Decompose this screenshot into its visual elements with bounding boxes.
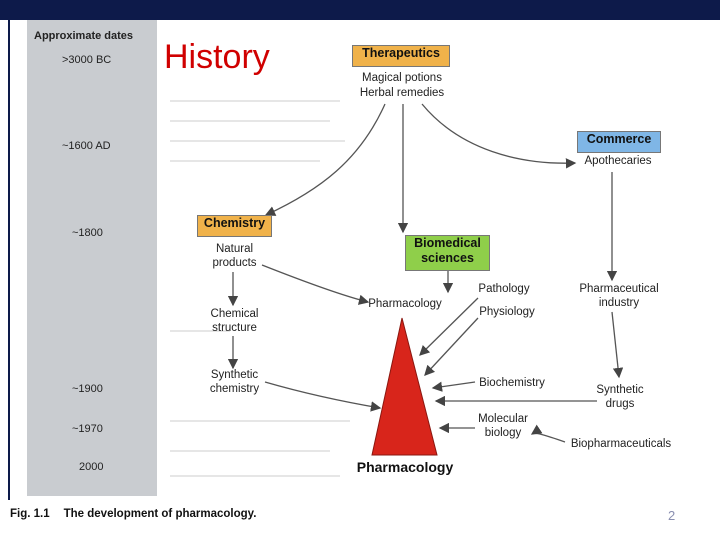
arrow-synthetic-triangle — [264, 381, 382, 412]
timeline-date: ~1900 — [72, 383, 103, 395]
label-pathology: Pathology — [478, 283, 530, 295]
label-natural-products-line1: Natural — [215, 243, 254, 255]
label-pharmacology-mid: Pharmacology — [368, 298, 442, 310]
timeline-date: ~1970 — [72, 423, 103, 435]
label-synthetic-drugs: Synthetic drugs — [585, 383, 655, 411]
timeline-date: ~1800 — [72, 227, 103, 239]
box-biomedical-label-line1: Biomedical — [414, 236, 481, 250]
box-biomedical-sciences: Biomedical sciences — [405, 235, 490, 271]
label-pharmaceutical-industry: Pharmaceutical industry — [573, 282, 665, 310]
label-molecular-biology-line2: biology — [484, 427, 522, 439]
label-chemical-structure-line1: Chemical — [210, 308, 259, 320]
top-bar — [0, 0, 720, 20]
label-natural-products-line2: products — [212, 257, 257, 269]
arrow-therapeutics-chemistry — [264, 103, 386, 216]
label-synthetic-chemistry-line2: chemistry — [209, 383, 260, 395]
label-biopharmaceuticals: Biopharmaceuticals — [570, 438, 672, 450]
box-biomedical-label-line2: sciences — [421, 251, 474, 265]
label-pharmaceutical-industry-line2: industry — [598, 297, 640, 309]
figure-caption: Fig. 1.1 The development of pharmacology. — [10, 508, 256, 520]
label-chemical-structure-line2: structure — [212, 322, 257, 334]
arrow-pathology-triangle — [419, 297, 479, 356]
label-natural-products: Natural products — [197, 242, 272, 270]
figure-caption-text: The development of pharmacology. — [63, 508, 257, 520]
arrow-industry-synthetic-drugs — [611, 311, 624, 379]
box-commerce: Commerce — [577, 131, 661, 153]
figure-number: Fig. 1.1 — [10, 508, 50, 520]
arrow-biochemistry-triangle — [431, 381, 476, 392]
page-number: 2 — [668, 508, 676, 523]
box-therapeutics: Therapeutics — [352, 45, 450, 67]
label-physiology: Physiology — [479, 306, 535, 318]
timeline-column — [27, 20, 157, 496]
label-synthetic-drugs-line1: Synthetic — [596, 384, 644, 396]
pharmacology-triangle — [371, 317, 438, 456]
box-chemistry: Chemistry — [197, 215, 272, 237]
label-herbal-remedies: Herbal remedies — [359, 87, 445, 99]
label-apothecaries: Apothecaries — [584, 155, 652, 167]
label-biochemistry: Biochemistry — [479, 377, 545, 389]
label-synthetic-drugs-line2: drugs — [605, 398, 635, 410]
arrow-natural-pharmacology — [261, 264, 370, 305]
box-chemistry-label: Chemistry — [203, 216, 266, 230]
label-synthetic-chemistry-line1: Synthetic — [210, 369, 259, 381]
arrow-biopharma-molecular — [530, 424, 566, 443]
timeline-date: 2000 — [79, 461, 104, 473]
label-chemical-structure: Chemical structure — [197, 307, 272, 335]
timeline-heading: Approximate dates — [34, 30, 134, 42]
box-therapeutics-label: Therapeutics — [362, 46, 440, 60]
label-molecular-biology-line1: Molecular — [478, 413, 528, 425]
arrow-therapeutics-commerce — [421, 103, 577, 169]
timeline-date: ~1600 AD — [62, 140, 111, 152]
label-molecular-biology: Molecular biology — [470, 412, 536, 440]
arrow-physiology-triangle — [424, 317, 479, 376]
label-pharmaceutical-industry-line1: Pharmaceutical — [579, 283, 659, 295]
left-border-line — [8, 20, 10, 500]
label-synthetic-chemistry: Synthetic chemistry — [197, 368, 272, 396]
timeline-date: >3000 BC — [62, 54, 112, 66]
label-magical-potions: Magical potions — [362, 72, 442, 84]
slide-title: History — [164, 38, 270, 76]
box-commerce-label: Commerce — [586, 132, 652, 146]
label-pharmacology-bottom: Pharmacology — [356, 459, 454, 475]
